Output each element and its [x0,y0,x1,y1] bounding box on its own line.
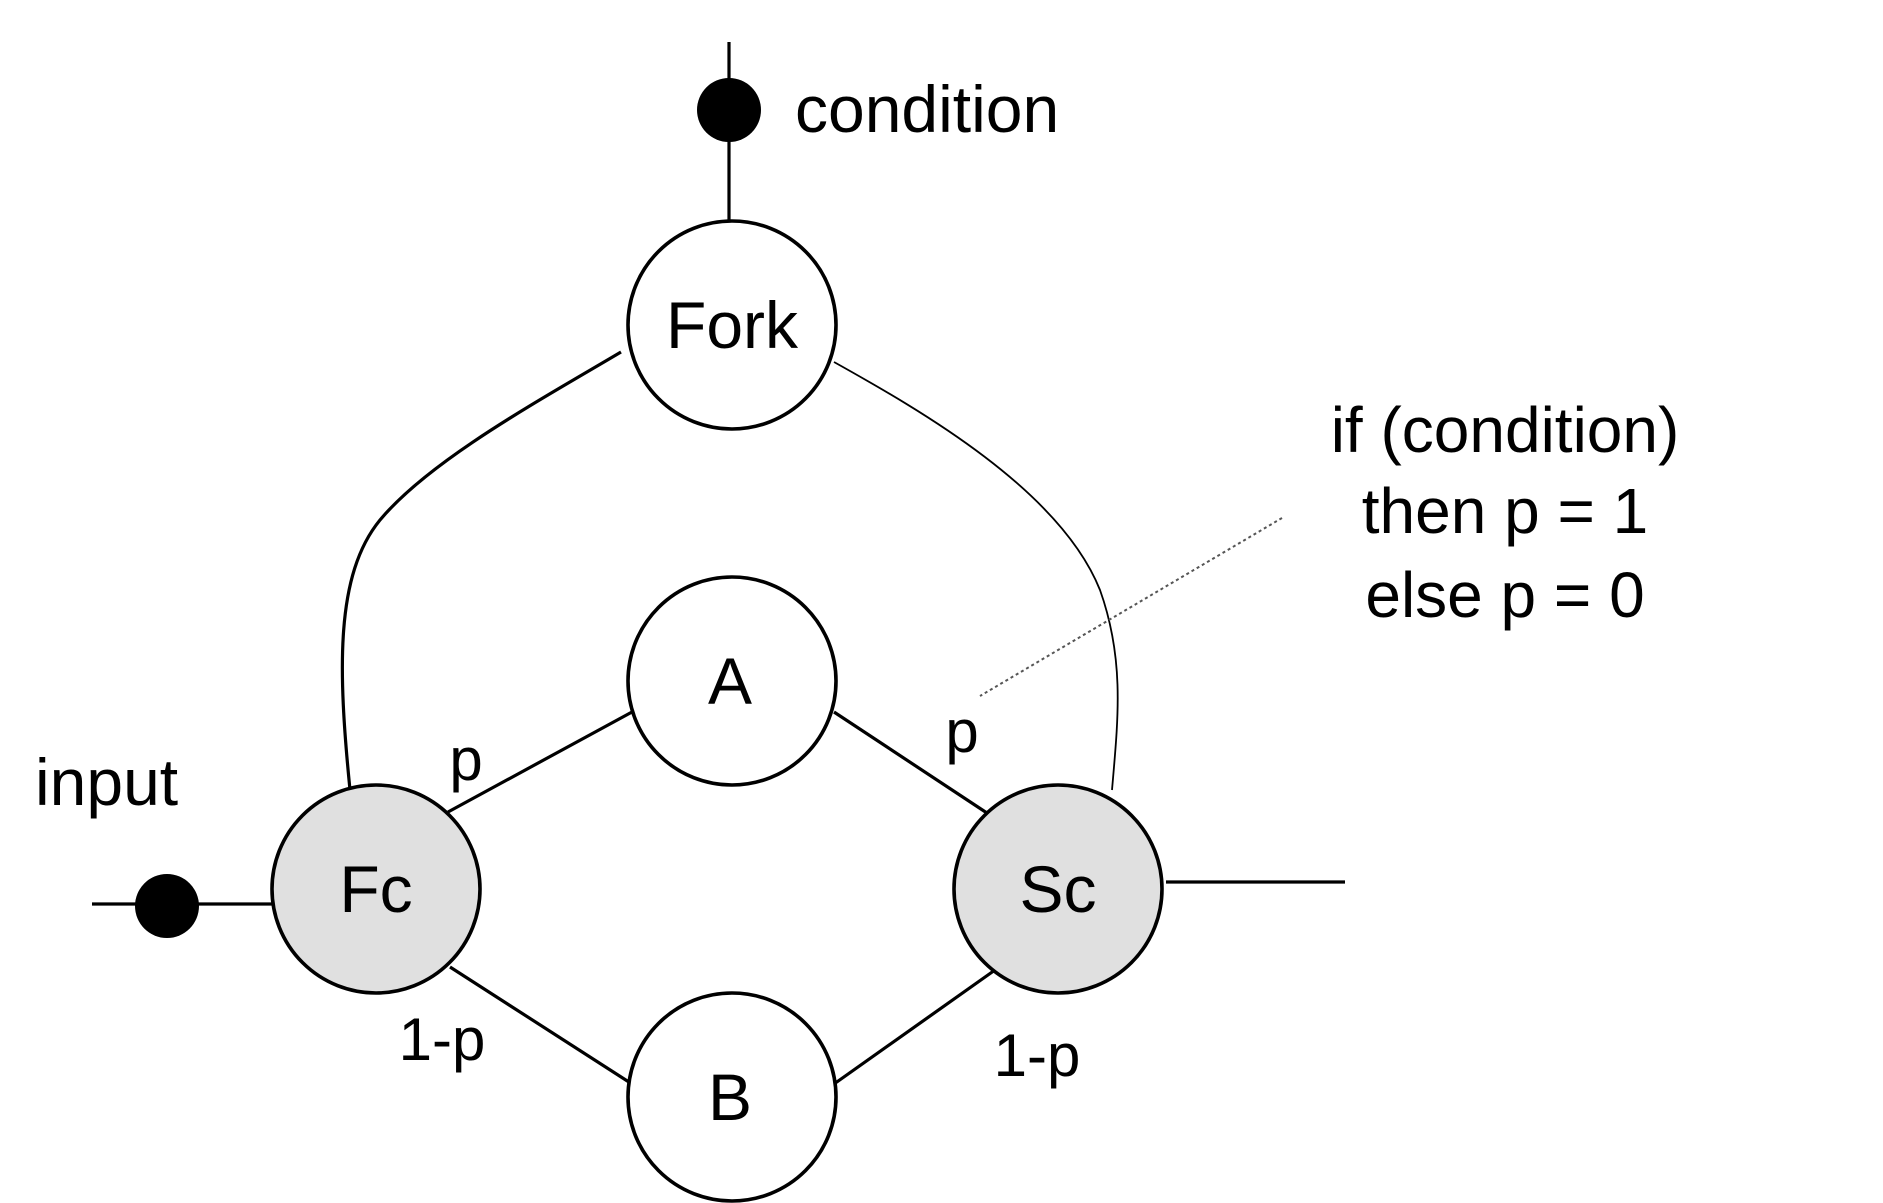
edge-fc-a [447,710,633,814]
edge-label-fc-a: p [449,726,482,793]
node-fc [270,783,482,995]
node-a [626,575,838,787]
edge-a-sc [833,710,991,817]
edge-fc-b [449,965,633,1086]
condition-annotation: if (condition) then p = 1 else p = 0 [1331,394,1680,631]
node-fork-label: Fork [666,288,799,362]
annotation-line-else: else p = 0 [1365,559,1644,631]
edge-label-a-sc: p [945,698,978,765]
node-b-label: B [708,1060,752,1134]
condition-port-dot [697,78,761,142]
edge-label-fc-b: 1-p [399,1006,486,1073]
input-port-dot [135,874,199,938]
node-sc-label: Sc [1019,852,1096,926]
edge-b-sc [833,968,996,1086]
node-fork [626,219,838,431]
condition-port-label: condition [795,72,1059,146]
annotation-line-then: then p = 1 [1362,475,1648,547]
edge-fork-sc [833,361,1119,791]
annotation-line-if: if (condition) [1331,394,1680,466]
input-port-label: input [35,745,178,819]
node-a-label: A [708,644,752,718]
node-sc [952,783,1164,995]
annotation-leader [979,517,1283,697]
edge-label-b-sc: 1-p [994,1022,1081,1089]
node-fc-label: Fc [339,852,412,926]
node-b [626,991,838,1203]
edge-fork-fc [340,350,622,791]
